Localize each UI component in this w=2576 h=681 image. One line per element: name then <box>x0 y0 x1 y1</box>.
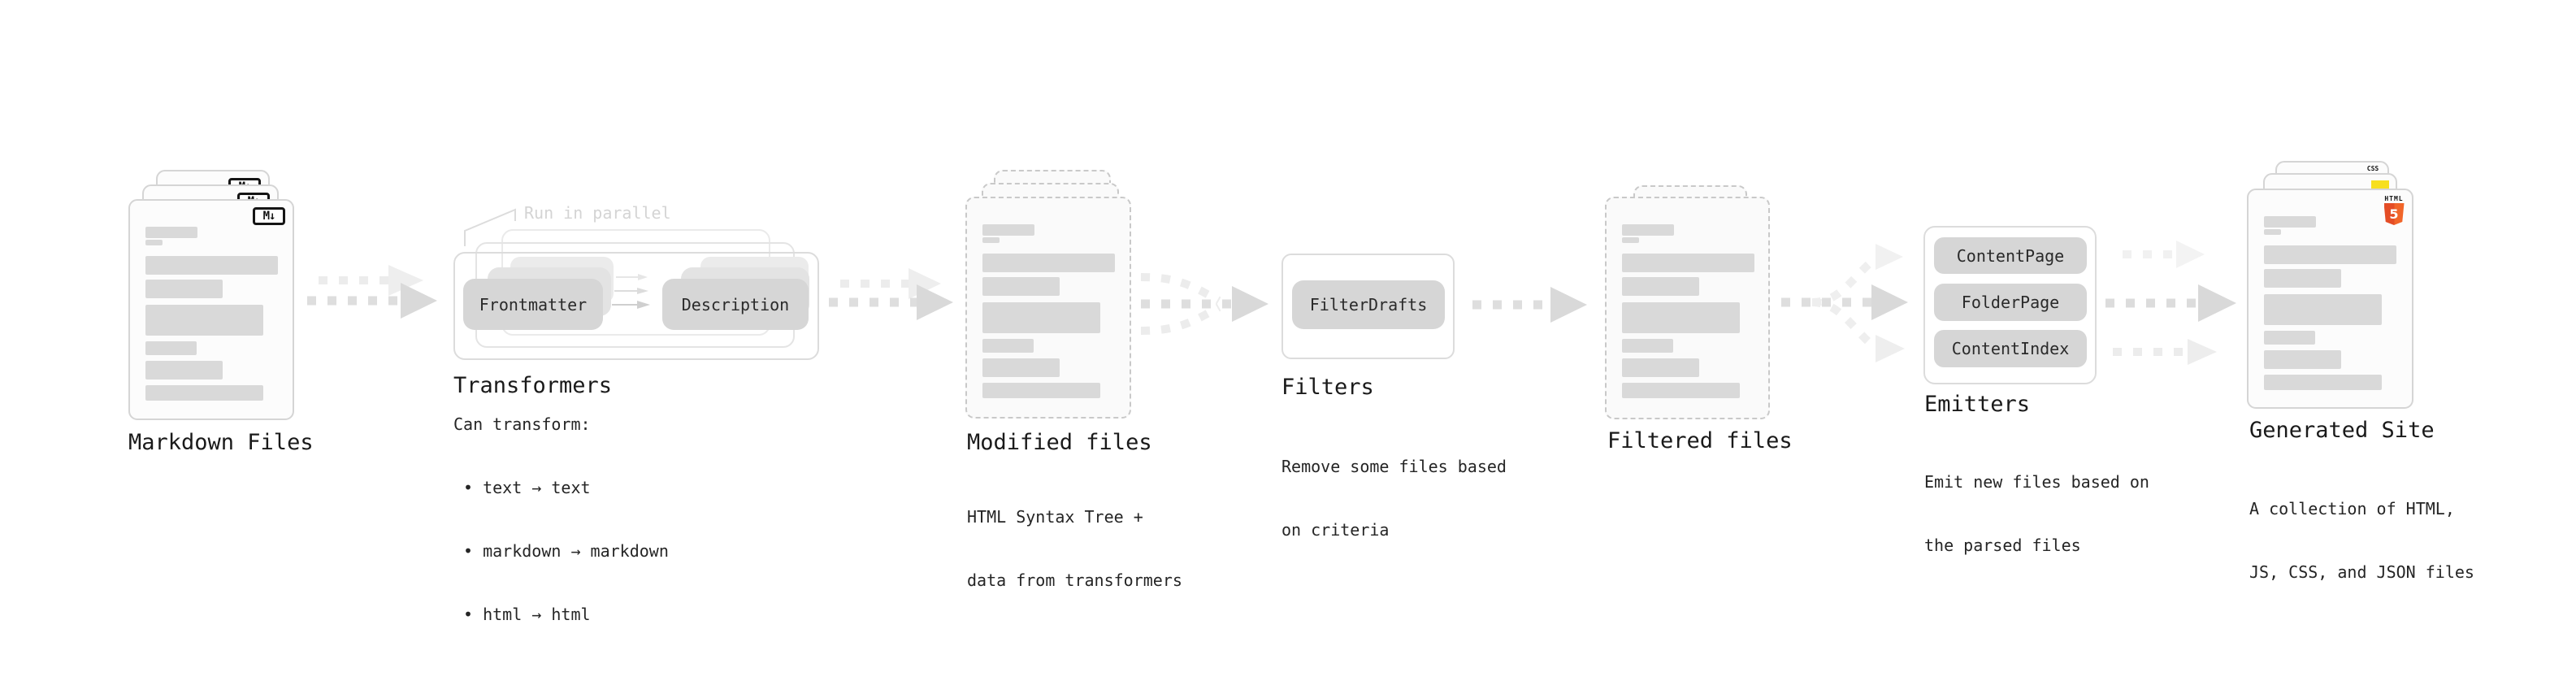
placeholder-text-bar <box>982 339 1034 353</box>
filters-desc: Remove some files based on criteria <box>1281 414 1507 583</box>
js-badge <box>2371 180 2389 190</box>
desc-line: Remove some files based <box>1281 457 1507 476</box>
transform-bullet: • markdown → markdown <box>463 541 669 561</box>
placeholder-text-bar <box>1622 237 1639 243</box>
placeholder-text-bar <box>2264 375 2382 390</box>
arrow-transformers-to-modified <box>829 268 953 320</box>
run-in-parallel-note: Run in parallel <box>524 203 671 223</box>
placeholder-text-bar <box>982 302 1100 333</box>
desc-line: the parsed files <box>1924 536 2081 555</box>
placeholder-text-bar <box>2264 216 2316 228</box>
document-content-skeleton <box>1622 224 1759 400</box>
generated-file-card-html: HTML 5 <box>2247 189 2413 409</box>
arrow-filters-to-filtered <box>1472 287 1587 323</box>
placeholder-text-bar <box>2264 245 2396 264</box>
placeholder-text-bar <box>1622 254 1754 272</box>
desc-line: on criteria <box>1281 520 1390 540</box>
placeholder-text-bar <box>145 256 278 275</box>
placeholder-text-bar <box>1622 339 1673 353</box>
placeholder-text-bar <box>145 305 263 336</box>
filters-frame <box>1281 254 1455 359</box>
html5-number: 5 <box>2389 206 2399 222</box>
desc-line: data from transformers <box>967 570 1182 590</box>
contentpage-pill: ContentPage <box>1934 237 2087 274</box>
desc-line: Emit new files based on <box>1924 472 2149 492</box>
transformers-label: Transformers <box>453 373 613 398</box>
arrow-modified-to-filters <box>1140 273 1268 335</box>
markdown-files-label: Markdown Files <box>128 430 314 455</box>
transformer-frame-front <box>453 252 819 360</box>
filterdrafts-pill: FilterDrafts <box>1292 280 1445 329</box>
filters-label: Filters <box>1281 375 1374 400</box>
placeholder-text-bar <box>982 358 1060 377</box>
placeholder-text-bar <box>1622 383 1740 398</box>
transformers-bullet-list: • text → text • markdown → markdown • ht… <box>453 435 669 667</box>
placeholder-text-bar <box>2264 294 2382 325</box>
modified-file-card-front <box>965 197 1131 419</box>
css-badge-label: CSS <box>2366 165 2379 172</box>
desc-line: HTML Syntax Tree + <box>967 507 1143 527</box>
emitters-frame <box>1923 226 2097 384</box>
emitters-desc: Emit new files based on the parsed files <box>1924 429 2149 598</box>
placeholder-text-bar <box>982 224 1034 236</box>
transform-bullet: • html → html <box>463 605 591 624</box>
transform-bullet: • text → text <box>463 478 591 497</box>
html5-logo-label: HTML <box>2384 195 2404 202</box>
run-in-parallel-leader-line <box>464 208 516 246</box>
document-content-skeleton <box>982 224 1119 400</box>
arrow-filtered-to-emitters <box>1781 244 1908 362</box>
placeholder-text-bar <box>982 254 1115 272</box>
contentindex-pill: ContentIndex <box>1934 330 2087 367</box>
modified-files-desc: HTML Syntax Tree + data from transformer… <box>967 464 1182 633</box>
frontmatter-pill: Frontmatter <box>463 279 603 330</box>
filtered-files-label: Filtered files <box>1607 428 1793 453</box>
markdown-file-card-front: M↓ <box>128 199 294 420</box>
generated-site-desc: A collection of HTML, JS, CSS, and JSON … <box>2249 456 2474 625</box>
placeholder-text-bar <box>145 385 263 401</box>
placeholder-text-bar <box>145 280 223 298</box>
document-content-skeleton <box>145 227 282 402</box>
arrow-emitters-to-generated <box>2105 241 2236 365</box>
placeholder-text-bar <box>982 277 1060 296</box>
generated-site-label: Generated Site <box>2249 418 2435 443</box>
folderpage-pill: FolderPage <box>1934 284 2087 321</box>
desc-line: A collection of HTML, <box>2249 499 2455 518</box>
placeholder-text-bar <box>2264 269 2341 288</box>
placeholder-text-bar <box>982 237 1000 243</box>
placeholder-text-bar <box>1622 302 1740 333</box>
placeholder-text-bar <box>145 227 197 238</box>
placeholder-text-bar <box>1622 277 1699 296</box>
markdown-badge: M↓ <box>253 207 285 225</box>
placeholder-text-bar <box>1622 224 1674 236</box>
placeholder-text-bar <box>982 383 1100 398</box>
html5-shield: 5 <box>2383 203 2405 225</box>
placeholder-text-bar <box>2264 350 2341 369</box>
placeholder-text-bar <box>145 341 197 355</box>
modified-files-label: Modified files <box>967 430 1152 455</box>
placeholder-text-bar <box>2264 229 2281 235</box>
arrow-markdown-to-transformers <box>307 265 437 319</box>
emitters-label: Emitters <box>1924 392 2031 417</box>
placeholder-text-bar <box>145 240 163 245</box>
placeholder-text-bar <box>1622 358 1699 377</box>
html5-logo: HTML 5 <box>2383 195 2405 225</box>
filtered-file-card-front <box>1605 197 1770 419</box>
description-pill: Description <box>662 279 809 330</box>
placeholder-text-bar <box>2264 331 2315 345</box>
transform-mini-arrows <box>612 274 650 309</box>
transformers-desc-heading: Can transform: <box>453 414 591 434</box>
placeholder-text-bar <box>145 361 223 380</box>
document-content-skeleton <box>2264 216 2400 392</box>
desc-line: JS, CSS, and JSON files <box>2249 562 2474 582</box>
